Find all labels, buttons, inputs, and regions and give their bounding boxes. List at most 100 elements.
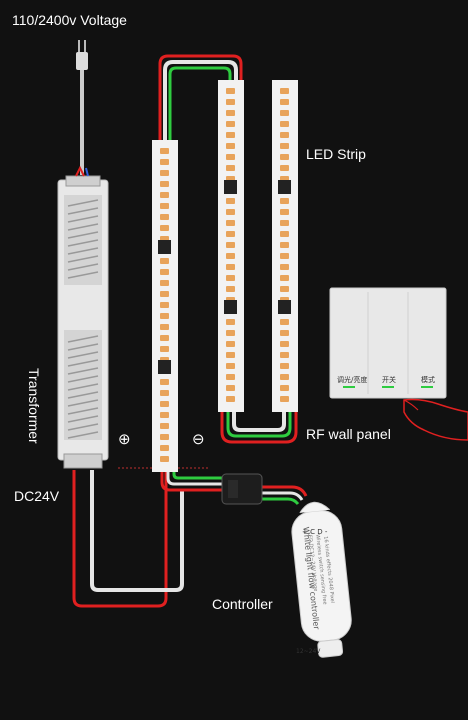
wires [72,54,308,608]
led-chip [160,335,169,341]
connector-notch [228,480,238,498]
fin-line [67,343,99,351]
led-chip [160,324,169,330]
led-chip [160,214,169,220]
input-red-lead [75,165,85,177]
ctrl-white-wire [262,491,304,501]
led-chip [226,99,235,105]
led-chip [226,374,235,380]
data-green-wire [172,472,222,480]
panel-led-1 [343,386,355,388]
led-chip [280,330,289,336]
fin-line [67,375,99,383]
led-chip [226,231,235,237]
led-chip [226,341,235,347]
led-chip [160,225,169,231]
led-chip [280,352,289,358]
led-chip [226,286,235,292]
transformer-label: Transformer [26,368,42,444]
bottom-red-wire [220,412,298,444]
led-chip [160,445,169,451]
top-green-wire [168,66,232,140]
led-chip [160,269,169,275]
led-chip [280,165,289,171]
fin-line [67,263,99,271]
led-chip [226,154,235,160]
led-chip [280,154,289,160]
led-chip [280,110,289,116]
led-chip [226,363,235,369]
fin-line [67,351,99,359]
led-chip [160,313,169,319]
led-chip [226,88,235,94]
transformer [57,165,109,469]
led-chip [280,264,289,270]
top-white-wire [163,60,238,140]
fin-line [67,383,99,391]
led-chip [280,319,289,325]
top-red-wire [158,54,243,140]
fin-line [67,335,99,343]
positive-symbol: ⊕ [118,431,131,448]
led-chip [160,302,169,308]
led-chip [226,165,235,171]
led-chip [280,209,289,215]
fin-line [67,367,99,375]
led-chip [280,121,289,127]
panel-button-mode[interactable]: 模式 [421,376,435,384]
led-chip [280,341,289,347]
led-chip [280,396,289,402]
rf-wall-panel-label: RF wall panel [306,426,391,442]
led-chip [280,88,289,94]
led-chip [160,148,169,154]
fin-line [67,207,99,215]
led-chip [160,456,169,462]
dc-red-wire [72,470,168,608]
led-chip [226,385,235,391]
ctrl-green-wire [262,497,300,505]
fin-line [67,431,99,439]
led-chip [280,143,289,149]
hand-icon [403,398,468,441]
led-chip [280,385,289,391]
led-chip [226,253,235,259]
fin-line [67,239,99,247]
panel-button-brightness[interactable]: 调光/亮度 [337,376,368,384]
ctrl-red-wire [262,485,308,497]
led-chip [160,401,169,407]
led-chip [160,181,169,187]
fin-line [67,359,99,367]
driver-ic [158,240,171,254]
input-terminal [65,175,101,187]
led-chip [226,110,235,116]
power-plug [76,40,88,70]
led-chip [160,434,169,440]
terminal-block [63,453,103,469]
led-chip [226,132,235,138]
dc-white-wire [90,470,184,592]
led-chip [160,291,169,297]
panel-button-power[interactable]: 开关 [382,376,396,384]
led-chip [280,253,289,259]
led-chip [280,286,289,292]
voltage-label: 110/2400v Voltage [12,12,127,28]
fin-line [67,399,99,407]
led-chip [226,198,235,204]
led-chip [160,379,169,385]
controller-device [291,501,352,658]
led-strips [152,80,298,472]
led-chip [226,143,235,149]
controller-label: Controller [212,596,273,612]
led-chip [226,396,235,402]
driver-ic [224,300,237,314]
fin-line [67,271,99,279]
controller-pins: + C D - [302,528,328,536]
led-chip [280,242,289,248]
input-blue-lead [85,167,89,177]
led-chip [280,374,289,380]
fin-line [67,255,99,263]
led-chip [160,390,169,396]
led-chip [160,346,169,352]
led-chip [160,423,169,429]
